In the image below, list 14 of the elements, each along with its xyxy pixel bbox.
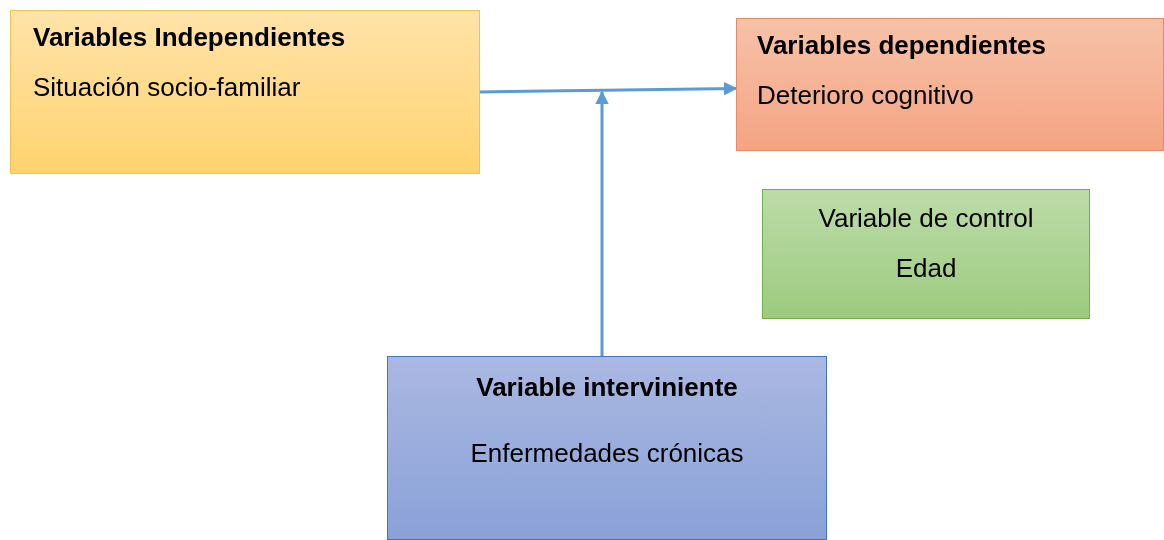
- variable-box: [10, 10, 480, 174]
- box-text: Deterioro cognitivo: [757, 79, 974, 111]
- box-heading: Variables Independientes: [33, 21, 346, 53]
- variable-box: [387, 356, 827, 540]
- variable-box: [762, 189, 1090, 319]
- box-text: Situación socio-familiar: [33, 71, 301, 103]
- arrow: [479, 81, 738, 96]
- arrow: [595, 90, 609, 356]
- box-heading: Variables dependientes: [757, 29, 1046, 61]
- variable-box: [736, 18, 1164, 151]
- box-heading: Variable interviniente: [476, 371, 738, 403]
- box-text: Edad: [895, 252, 957, 284]
- box-text: Enfermedades crónicas: [470, 437, 744, 469]
- box-heading: Variable de control: [818, 202, 1034, 234]
